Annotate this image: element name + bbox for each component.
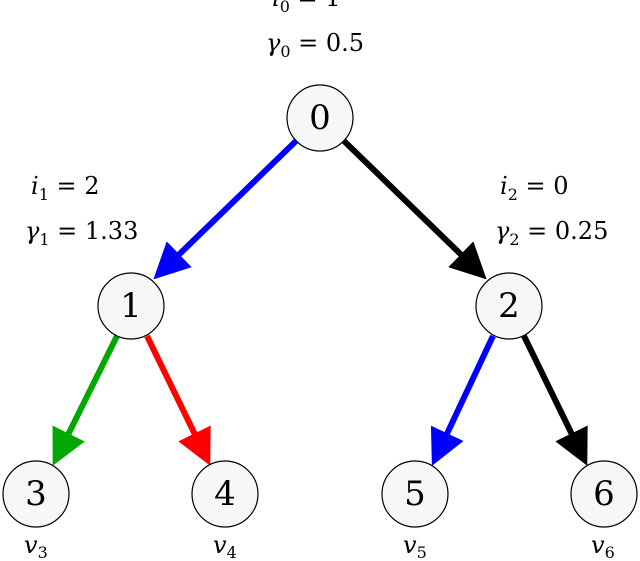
annotation-i0: i0 = 1 bbox=[272, 0, 341, 16]
edge-0-1 bbox=[153, 138, 299, 280]
edge-1-4 bbox=[144, 334, 211, 466]
svg-text:6: 6 bbox=[593, 474, 615, 514]
node-1: 1 bbox=[97, 272, 165, 340]
edges bbox=[52, 138, 588, 466]
annotation-i2: i2 = 0 bbox=[500, 172, 569, 204]
node-4: 4 bbox=[191, 460, 259, 528]
annotation-i1: i1 = 2 bbox=[31, 172, 100, 204]
svg-text:1: 1 bbox=[120, 286, 142, 326]
svg-text:4: 4 bbox=[214, 474, 236, 514]
svg-text:0: 0 bbox=[309, 98, 331, 138]
annotation-gamma0: γ0 = 0.5 bbox=[266, 29, 364, 61]
node-5: 5 bbox=[381, 460, 449, 528]
annotation-gamma1: γ1 = 1.33 bbox=[25, 217, 138, 249]
node-3: 3 bbox=[2, 460, 70, 528]
annotation-gamma2: γ2 = 0.25 bbox=[495, 217, 608, 249]
edge-0-2 bbox=[341, 138, 487, 280]
node-2: 2 bbox=[475, 272, 543, 340]
leaf-value-v5: v5 bbox=[403, 531, 427, 561]
leaf-value-v6: v6 bbox=[591, 531, 615, 561]
edge-1-3 bbox=[52, 334, 120, 466]
node-6: 6 bbox=[570, 460, 638, 528]
svg-text:2: 2 bbox=[498, 286, 520, 326]
svg-text:5: 5 bbox=[404, 474, 426, 514]
leaf-value-v3: v3 bbox=[24, 531, 48, 561]
leaf-value-v4: v4 bbox=[213, 531, 237, 561]
node-0: 0 bbox=[286, 84, 354, 152]
svg-text:3: 3 bbox=[25, 474, 47, 514]
edge-2-6 bbox=[521, 334, 588, 466]
edge-2-5 bbox=[430, 334, 496, 466]
